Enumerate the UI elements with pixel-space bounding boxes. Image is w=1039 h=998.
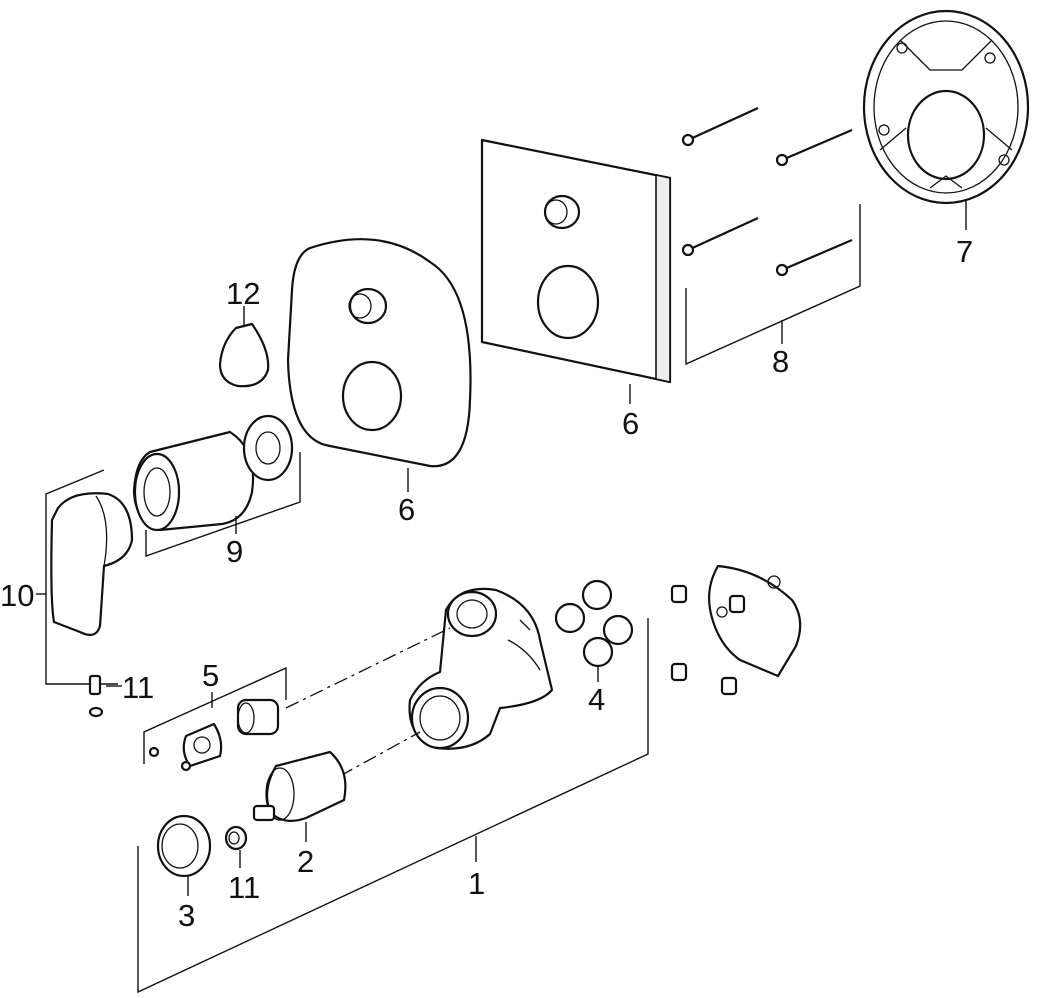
callout-12: 12 xyxy=(226,276,260,311)
callout-11b: 11 xyxy=(228,870,260,905)
callout-7: 7 xyxy=(956,234,973,269)
callout-2: 2 xyxy=(297,844,314,879)
thermostat-cartridge-part xyxy=(252,750,347,823)
seal-rings-part xyxy=(554,579,634,668)
callout-5: 5 xyxy=(202,658,219,693)
bracket-5 xyxy=(143,666,287,764)
mounting-bracket-part xyxy=(670,564,802,696)
small-screw-part xyxy=(88,674,104,718)
bracket-8 xyxy=(685,204,861,366)
callout-8: 8 xyxy=(772,344,789,379)
sleeve-part xyxy=(132,414,294,532)
bracket-1 xyxy=(137,618,649,994)
valve-body-part xyxy=(408,587,554,750)
rounded-cover-plate-part xyxy=(286,238,472,468)
diverter-set-part xyxy=(148,698,280,772)
knob-part xyxy=(218,322,270,388)
callout-3: 3 xyxy=(178,898,195,933)
ring-part xyxy=(156,814,212,878)
callout-10: 10 xyxy=(0,578,34,613)
callout-11a: 11 xyxy=(122,670,154,705)
bracket-10 xyxy=(45,469,118,685)
callout-6a: 6 xyxy=(398,492,415,527)
nut-part xyxy=(224,825,248,851)
axis-line-lower xyxy=(339,731,421,777)
square-cover-plate-part xyxy=(480,138,672,384)
lever-handle-part xyxy=(50,492,134,637)
screws-part xyxy=(681,106,853,277)
axis-line-upper xyxy=(285,627,451,709)
bracket-9 xyxy=(145,452,301,557)
callout-6b: 6 xyxy=(622,406,639,441)
callout-1: 1 xyxy=(468,866,485,901)
mounting-ring-part xyxy=(862,9,1030,205)
callout-4: 4 xyxy=(588,682,605,717)
callout-9: 9 xyxy=(226,534,243,569)
